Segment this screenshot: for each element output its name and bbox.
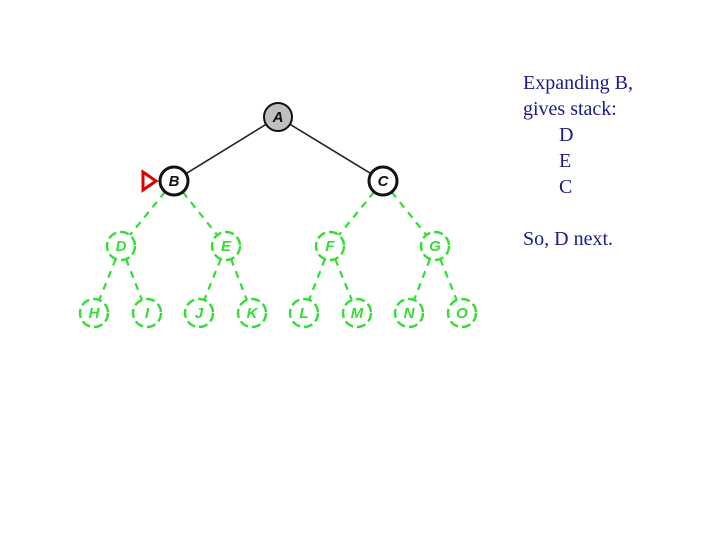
node-circle <box>367 165 399 197</box>
tree-nodes: A B C D E F G H I J K L M N O <box>78 102 478 329</box>
node-circle <box>419 230 451 262</box>
stack-item: E <box>559 150 572 172</box>
node-circle <box>341 297 373 329</box>
node-h: H <box>78 297 110 329</box>
node-label: C <box>378 173 390 190</box>
node-label: K <box>247 305 259 322</box>
current-node-marker <box>141 169 159 193</box>
node-k: K <box>236 297 268 329</box>
edge-B-E <box>181 191 219 236</box>
node-label: B <box>169 173 180 190</box>
node-c: C <box>367 165 399 197</box>
node-label: O <box>456 305 468 322</box>
edge-B-D <box>128 191 167 236</box>
node-o: O <box>446 297 478 329</box>
edge-A-B <box>185 123 267 175</box>
spacer <box>523 200 633 226</box>
stack-item: D <box>559 124 574 146</box>
edge-F-M <box>334 258 353 301</box>
node-label: D <box>116 238 127 255</box>
node-b: B <box>158 165 190 197</box>
node-label: H <box>89 305 101 322</box>
edge-C-F <box>337 191 376 236</box>
node-n: N <box>393 297 425 329</box>
node-circle <box>446 297 478 329</box>
tree-edges <box>98 123 458 301</box>
node-circle <box>314 230 346 262</box>
node-circle <box>236 297 268 329</box>
node-d: D <box>105 230 137 262</box>
node-circle <box>263 102 293 132</box>
edge-E-J <box>203 258 222 301</box>
node-g: G <box>419 230 451 262</box>
caption-conclusion: So, D next. <box>523 228 613 250</box>
edge-C-G <box>390 191 428 236</box>
node-label: F <box>325 238 335 255</box>
explanation-text: Expanding B, gives stack: D E C So, D ne… <box>523 70 633 252</box>
edge-D-I <box>125 258 143 301</box>
node-label: I <box>145 305 150 322</box>
node-circle <box>288 297 320 329</box>
node-circle <box>78 297 110 329</box>
edge-G-N <box>413 258 431 301</box>
node-label: M <box>351 305 364 322</box>
node-circle <box>210 230 242 262</box>
edge-E-K <box>230 258 248 301</box>
node-label: J <box>195 305 204 322</box>
node-label: E <box>221 238 232 255</box>
edge-F-L <box>308 258 326 301</box>
node-f: F <box>314 230 346 262</box>
node-circle <box>158 165 190 197</box>
node-a: A <box>263 102 293 132</box>
node-m: M <box>341 297 373 329</box>
node-j: J <box>183 297 215 329</box>
node-label: G <box>429 238 441 255</box>
edge-G-O <box>439 258 458 301</box>
node-i: I <box>131 297 163 329</box>
current-node-arrow-icon <box>141 169 159 193</box>
edge-D-H <box>98 258 117 301</box>
node-circle <box>393 297 425 329</box>
node-e: E <box>210 230 242 262</box>
caption-line-1: Expanding B, <box>523 72 633 94</box>
node-l: L <box>288 297 320 329</box>
edge-A-C <box>289 123 372 175</box>
node-label: A <box>272 109 284 126</box>
node-circle <box>183 297 215 329</box>
node-label: N <box>404 305 416 322</box>
caption-line-2: gives stack: <box>523 98 617 120</box>
stack-item: C <box>559 176 573 198</box>
node-circle <box>131 297 163 329</box>
node-label: L <box>299 305 308 322</box>
node-circle <box>105 230 137 262</box>
